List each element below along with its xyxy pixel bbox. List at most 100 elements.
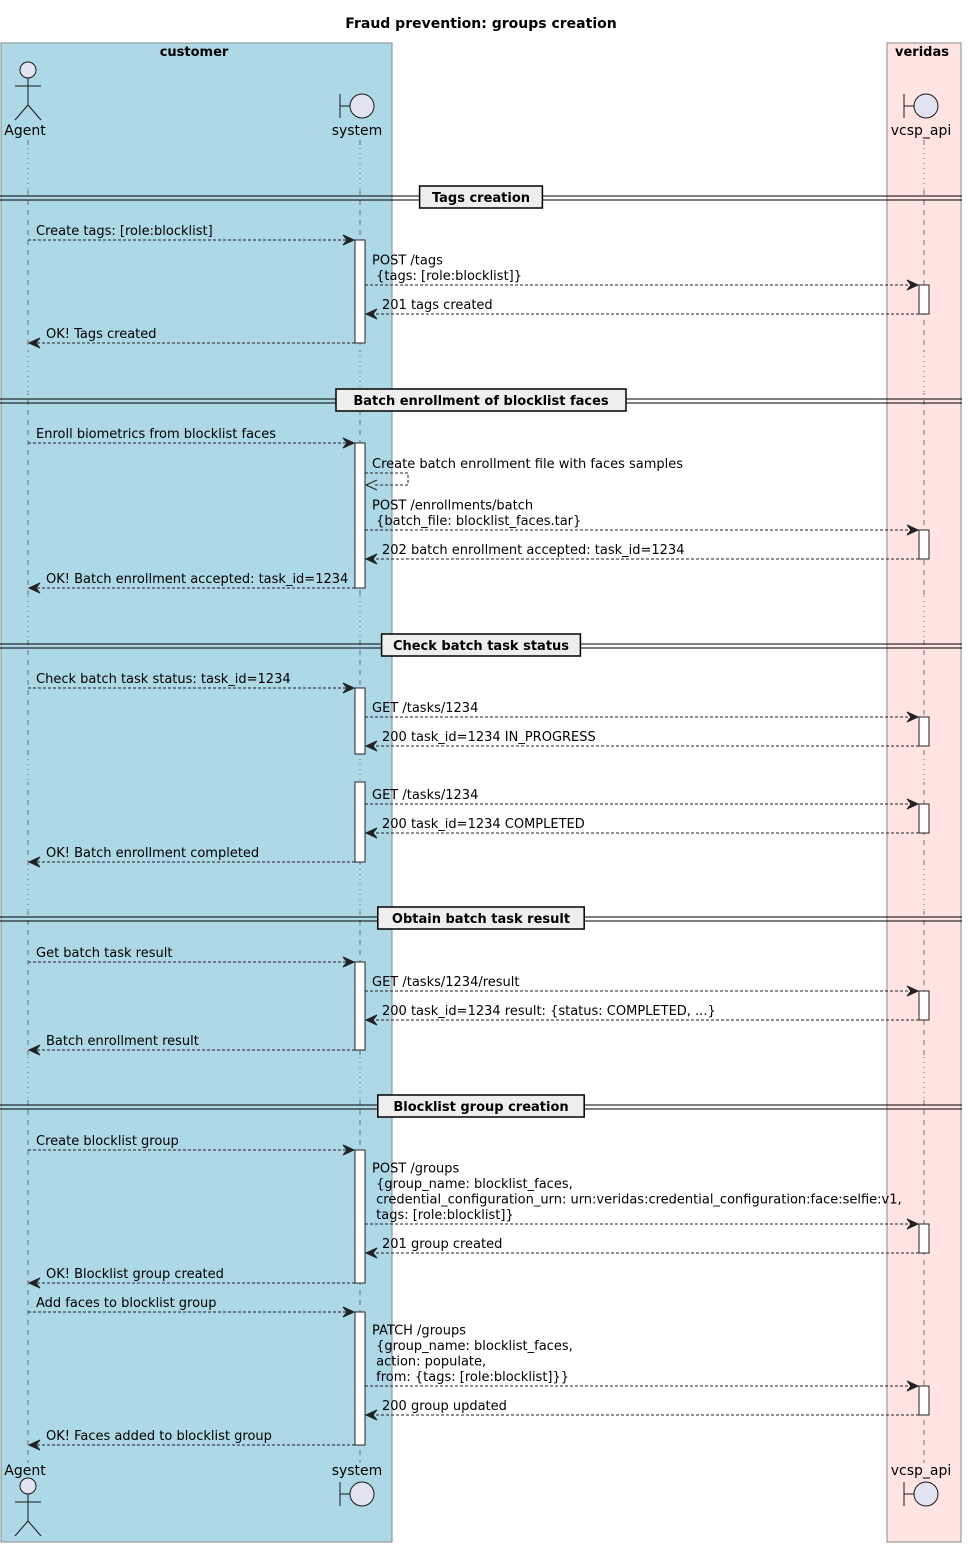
system-activation: [354, 1311, 366, 1446]
message-label: 201 tags created: [382, 298, 493, 313]
vcsp-activation: [918, 803, 930, 834]
actor-body-icon: [14, 1494, 42, 1537]
system-activation: [354, 239, 366, 344]
system-participant-bottom: system: [332, 1463, 383, 1507]
message-vcsp-to-system: 200 group updated: [364, 1399, 919, 1421]
vcsp-activation: [918, 1223, 930, 1254]
message-arrowhead: [906, 985, 920, 997]
agent-participant-top: Agent: [4, 61, 46, 139]
message-label: 201 group created: [382, 1237, 502, 1252]
vcsp-participant-bottom: vcsp_api: [891, 1463, 952, 1507]
message-label: Create tags: [role:blocklist]: [36, 224, 213, 239]
message-arrowhead: [906, 1380, 920, 1392]
message-arrowhead: [364, 1014, 378, 1026]
boundary-circle-icon: [349, 93, 375, 119]
message-agent-to-system: Add faces to blocklist group: [28, 1296, 356, 1318]
system-activation: [354, 781, 366, 863]
message-vcsp-to-system: 202 batch enrollment accepted: task_id=1…: [364, 543, 919, 565]
message-label: {group_name: blocklist_faces,: [372, 1177, 573, 1192]
message-arrowhead: [364, 740, 378, 752]
section-label-box: [335, 388, 627, 412]
message-label: Create batch enrollment file with faces …: [372, 457, 683, 472]
message-label: GET /tasks/1234: [372, 701, 478, 716]
message-label: Create blocklist group: [36, 1134, 179, 1149]
message-vcsp-to-system: 200 task_id=1234 IN_PROGRESS: [364, 730, 919, 752]
veridas-box-label: veridas: [895, 45, 949, 60]
message-agent-to-system: Enroll biometrics from blocklist faces: [28, 427, 356, 449]
participant-label: system: [332, 123, 383, 139]
section-label: Blocklist group creation: [393, 1100, 568, 1115]
message-label: 200 task_id=1234 COMPLETED: [382, 817, 585, 832]
vcsp-activation: [918, 716, 930, 747]
message-arrowhead: [342, 956, 356, 968]
message-system-to-vcsp: PATCH /groups {group_name: blocklist_fac…: [365, 1324, 920, 1392]
message-label: {batch_file: blocklist_faces.tar}: [372, 514, 581, 529]
participant-label: Agent: [4, 1463, 46, 1479]
message-system-to-vcsp: GET /tasks/1234: [365, 701, 920, 723]
section-label-box: [377, 1094, 585, 1118]
message-vcsp-to-system: 201 tags created: [364, 298, 919, 320]
message-vcsp-to-system: 201 group created: [364, 1237, 919, 1259]
message-label: PATCH /groups: [372, 1324, 466, 1339]
message-system-to-agent: Batch enrollment result: [27, 1034, 355, 1056]
message-arrowhead: [27, 1044, 41, 1056]
message-arrowhead: [364, 308, 378, 320]
message-agent-to-system: Check batch task status: task_id=1234: [28, 672, 356, 694]
system-activation: [354, 442, 366, 589]
participant-label: system: [332, 1463, 383, 1479]
message-arrowhead: [342, 1306, 356, 1318]
message-label: POST /tags: [372, 254, 443, 269]
actor-head-icon: [19, 1477, 37, 1495]
participant-label: vcsp_api: [891, 1463, 952, 1479]
message-label: 200 task_id=1234 result: {status: COMPLE…: [382, 1004, 716, 1019]
customer-box: [0, 42, 393, 1543]
system-participant-top: system: [332, 93, 383, 139]
message-label: GET /tasks/1234: [372, 788, 478, 803]
message-arrowhead: [365, 479, 378, 491]
section-label-box: [377, 906, 585, 930]
message-system-to-vcsp: POST /tags {tags: [role:blocklist]}: [365, 254, 920, 291]
message-arrowhead: [342, 1144, 356, 1156]
message-label: from: {tags: [role:blocklist]}}: [372, 1370, 569, 1385]
message-arrowhead: [906, 798, 920, 810]
message-arrowhead: [27, 337, 41, 349]
diagram-title: Fraud prevention: groups creation: [345, 16, 616, 32]
message-label: OK! Tags created: [46, 327, 157, 342]
agent-participant-bottom: Agent: [4, 1463, 46, 1537]
participant-label: Agent: [4, 123, 46, 139]
message-arrowhead: [364, 1409, 378, 1421]
section-label-box: [380, 633, 582, 657]
message-arrowhead: [342, 234, 356, 246]
message-label: 202 batch enrollment accepted: task_id=1…: [382, 543, 684, 558]
message-label: credential_configuration_urn: urn:verida…: [372, 1193, 902, 1208]
message-arrowhead: [27, 1439, 41, 1451]
actor-body-icon: [14, 78, 42, 121]
section-label: Batch enrollment of blocklist faces: [353, 394, 609, 409]
customer-box-label: customer: [160, 45, 229, 60]
message-system-to-system: Create batch enrollment file with faces …: [365, 457, 683, 491]
message-system-to-vcsp: GET /tasks/1234/result: [365, 975, 920, 997]
message-label: OK! Faces added to blocklist group: [46, 1429, 272, 1444]
participant-label: vcsp_api: [891, 123, 952, 139]
message-arrow-line: [365, 472, 409, 486]
message-arrowhead: [906, 1218, 920, 1230]
message-system-to-vcsp: POST /enrollments/batch {batch_file: blo…: [365, 499, 920, 536]
system-activation: [354, 961, 366, 1051]
message-label: {tags: [role:blocklist]}: [372, 269, 522, 284]
message-label: action: populate,: [372, 1355, 486, 1370]
message-arrowhead: [906, 524, 920, 536]
message-label: POST /groups: [372, 1162, 460, 1177]
message-label: OK! Batch enrollment completed: [46, 846, 259, 861]
message-arrowhead: [364, 553, 378, 565]
message-agent-to-system: Get batch task result: [28, 946, 356, 968]
message-label: OK! Batch enrollment accepted: task_id=1…: [46, 572, 348, 587]
message-label: OK! Blocklist group created: [46, 1267, 224, 1282]
boundary-circle-icon: [913, 93, 939, 119]
section-label: Tags creation: [432, 191, 530, 206]
system-activation: [354, 1149, 366, 1284]
message-arrowhead: [364, 827, 378, 839]
message-system-to-vcsp: POST /groups {group_name: blocklist_face…: [365, 1162, 920, 1230]
section-label: Check batch task status: [393, 639, 569, 654]
message-label: Check batch task status: task_id=1234: [36, 672, 291, 687]
